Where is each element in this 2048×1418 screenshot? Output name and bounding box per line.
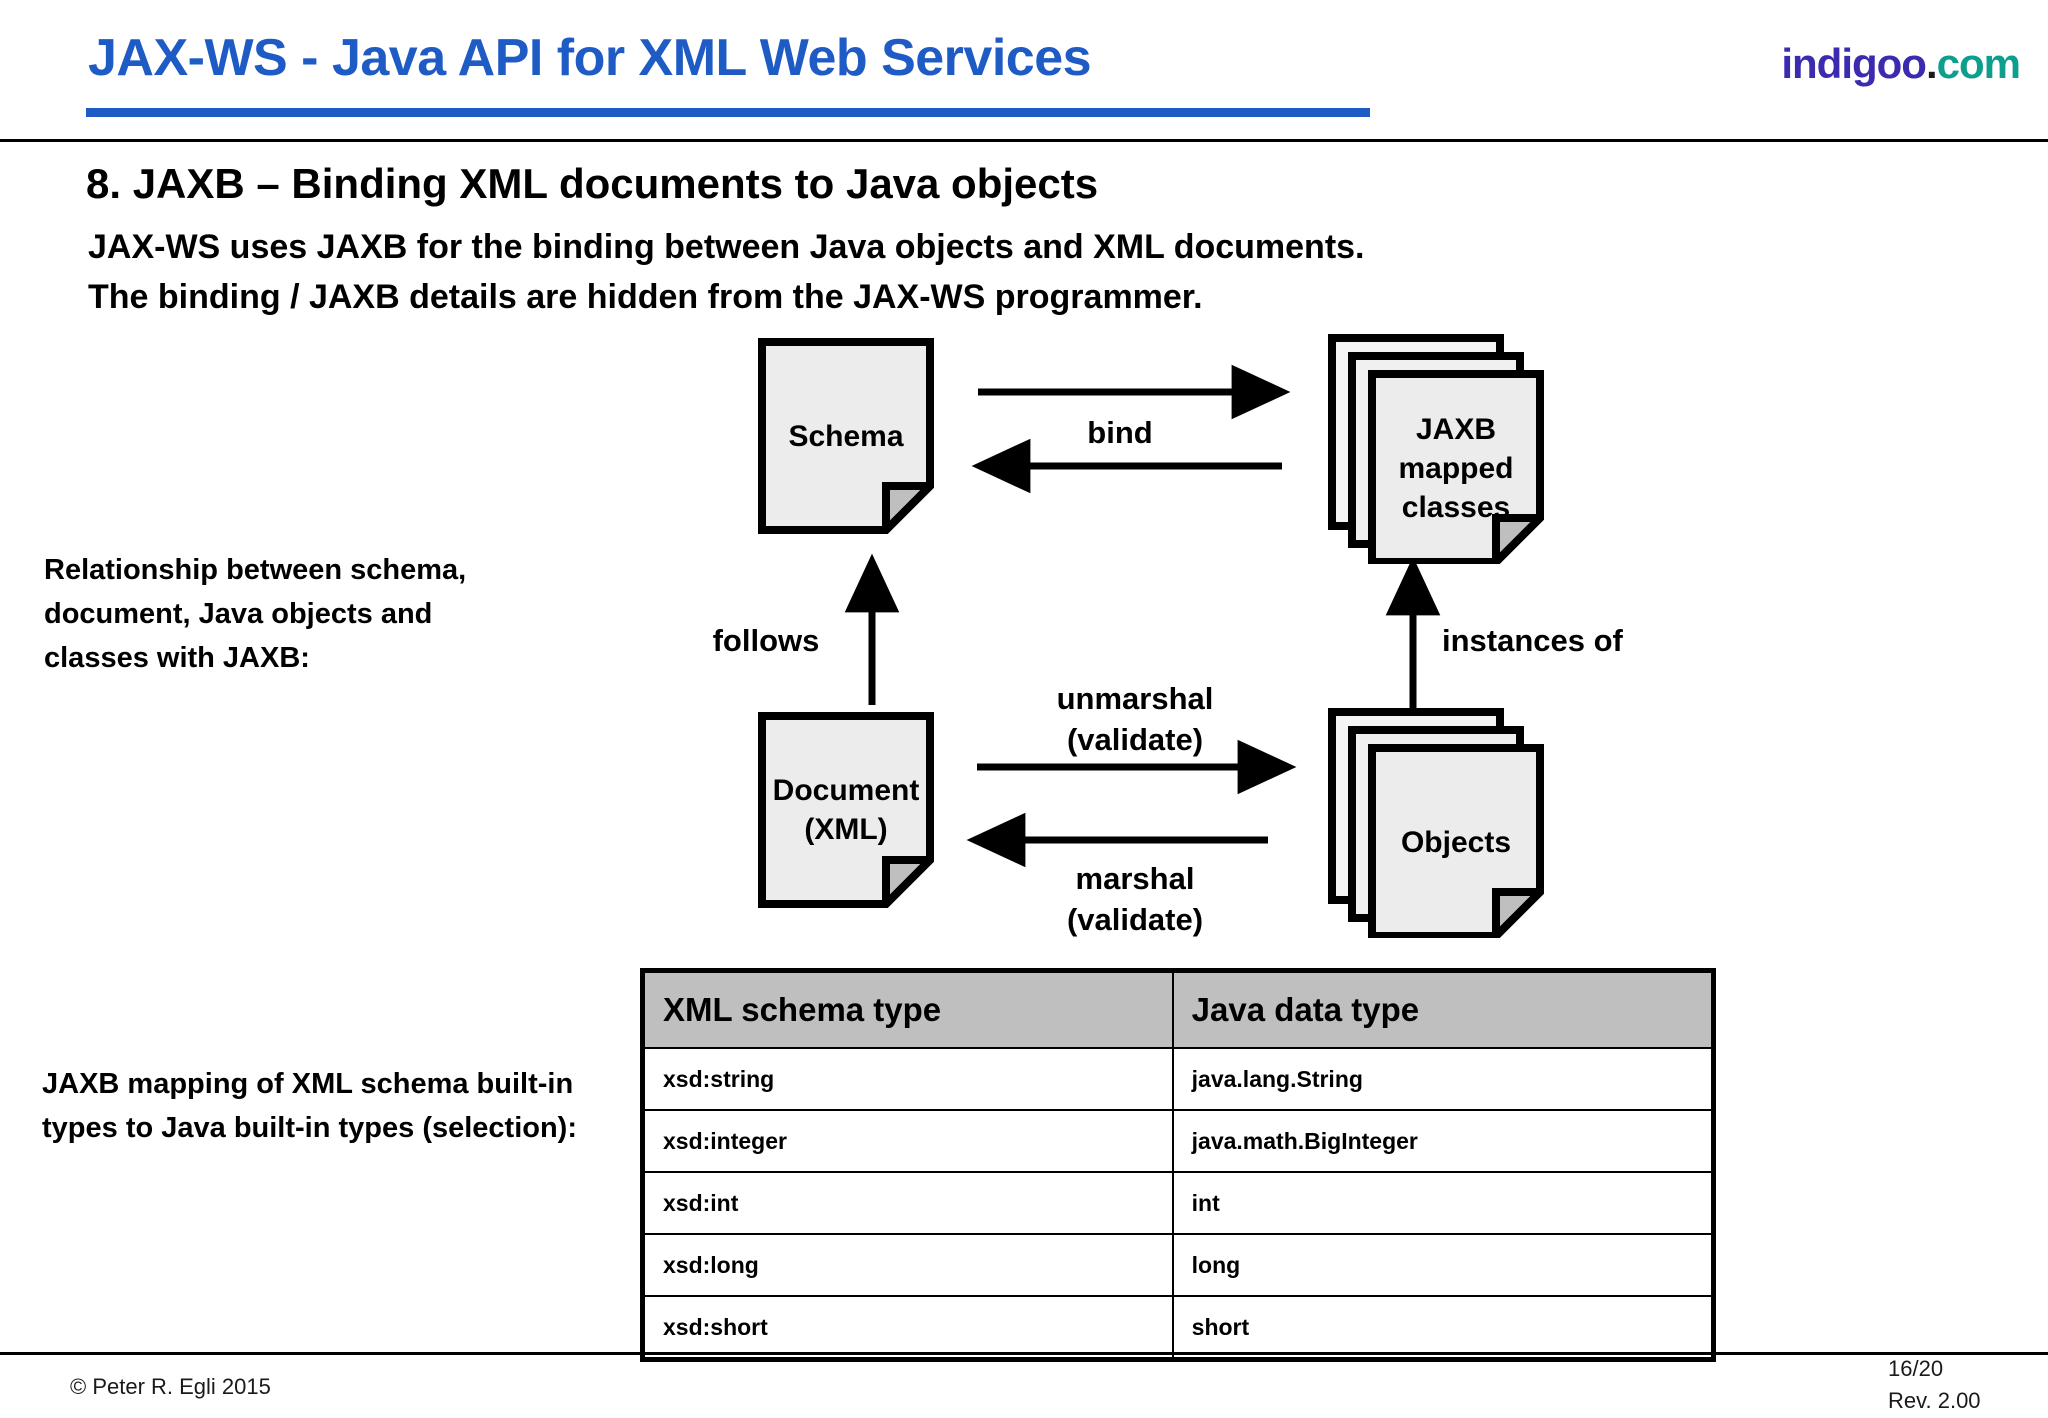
node-jaxb-mapped-classes[interactable]: JAXB mapped classes — [1328, 334, 1550, 572]
node-document-xml-label: Document (XML) — [772, 774, 920, 846]
document-icon — [758, 712, 940, 914]
caption-relationship: Relationship between schema, document, J… — [44, 554, 467, 674]
document-stack-icon — [1328, 334, 1550, 572]
page-subtitle: JAX-WS uses JAXB for the binding between… — [88, 222, 1365, 322]
header-title: JAX-WS - Java API for XML Web Services — [88, 29, 1092, 87]
table-row: xsd:string java.lang.String — [641, 1047, 1715, 1111]
table-cell-java-type: short — [1171, 1295, 1715, 1361]
table-header-xml-schema-type: XML schema type — [641, 969, 1174, 1049]
table-cell-xml-type: xsd:long — [641, 1233, 1174, 1297]
edge-label-instances-of: instances of — [1442, 623, 1623, 658]
header-title-underline — [86, 108, 1370, 117]
table-row: xsd:long long — [641, 1233, 1715, 1297]
page-header: JAX-WS - Java API for XML Web Services i… — [0, 0, 2048, 142]
table-header-java-data-type: Java data type — [1171, 969, 1715, 1049]
table-cell-xml-type: xsd:int — [641, 1171, 1174, 1235]
table-cell-xml-type: xsd:string — [641, 1047, 1174, 1111]
node-objects[interactable]: Objects — [1328, 708, 1550, 946]
caption-mapping: JAXB mapping of XML schema built-in type… — [42, 1068, 577, 1144]
edge-label-marshal-line-1: marshal — [1075, 861, 1195, 896]
node-jaxb-mapped-classes-label: JAXB mapped classes — [1398, 412, 1514, 524]
node-document-xml[interactable]: Document (XML) — [758, 712, 940, 914]
page-title: 8. JAXB – Binding XML documents to Java … — [86, 160, 1099, 207]
footer-copyright: © Peter R. Egli 2015 — [70, 1374, 271, 1399]
edge-label-unmarshal-line-1: unmarshal — [1056, 681, 1214, 716]
table-cell-java-type: java.lang.String — [1171, 1047, 1715, 1111]
table-row: xsd:short short — [641, 1295, 1715, 1361]
document-icon — [758, 338, 940, 540]
brand-dot: . — [1925, 40, 1938, 87]
node-schema[interactable]: Schema — [758, 338, 940, 540]
table-cell-java-type: int — [1171, 1171, 1715, 1235]
subtitle-line-2: The binding / JAXB details are hidden fr… — [88, 278, 1203, 316]
brand-name: indigoo — [1781, 40, 1927, 87]
subtitle-line-1: JAX-WS uses JAXB for the binding between… — [88, 228, 1365, 266]
header-divider — [0, 139, 2048, 142]
edge-label-unmarshal-line-2: (validate) — [1066, 722, 1204, 757]
footer-page-number: 16/20 — [1888, 1356, 1944, 1381]
table-row: xsd:integer java.math.BigInteger — [641, 1109, 1715, 1173]
edge-label-marshal-line-2: (validate) — [1066, 902, 1204, 937]
xml-java-type-mapping-table: XML schema type Java data type xsd:strin… — [640, 968, 1716, 1362]
table-header-row: XML schema type Java data type — [641, 969, 1715, 1049]
table-cell-java-type: java.math.BigInteger — [1171, 1109, 1715, 1173]
edge-label-follows: follows — [712, 623, 820, 658]
table-cell-xml-type: xsd:short — [641, 1295, 1174, 1361]
node-schema-label: Schema — [788, 419, 904, 453]
edge-label-bind: bind — [1087, 415, 1153, 450]
footer-revision: Rev. 2.00 — [1888, 1388, 1981, 1413]
footer-divider — [0, 1352, 2048, 1355]
brand-logo: indigoo.com — [1781, 40, 2021, 88]
edge-label-unmarshal: unmarshal (validate) — [1000, 678, 1270, 760]
node-objects-label: Objects — [1400, 825, 1512, 859]
brand-tld: com — [1936, 40, 2021, 87]
edge-label-marshal: marshal (validate) — [1000, 858, 1270, 940]
table-cell-xml-type: xsd:integer — [641, 1109, 1174, 1173]
document-stack-icon — [1328, 708, 1550, 946]
table-cell-java-type: long — [1171, 1233, 1715, 1297]
table-row: xsd:int int — [641, 1171, 1715, 1235]
